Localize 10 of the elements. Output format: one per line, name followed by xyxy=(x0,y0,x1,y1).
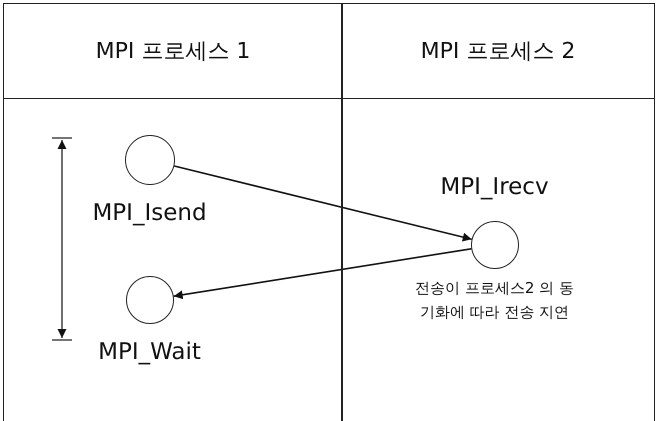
arrow xyxy=(174,248,472,300)
function-label: MPI_Isend xyxy=(92,200,207,226)
function-label: MPI_Irecv xyxy=(440,174,549,200)
process-column xyxy=(3,3,343,421)
column-heading: MPI 프로세스 1 xyxy=(96,38,250,66)
arrow xyxy=(174,165,472,242)
note-text: 전송이 프로세스2 의 동기화에 따라 전송 지연 xyxy=(414,278,574,322)
function-label: MPI_Wait xyxy=(98,338,201,364)
process-column xyxy=(341,3,655,421)
column-heading: MPI 프로세스 2 xyxy=(420,38,576,66)
